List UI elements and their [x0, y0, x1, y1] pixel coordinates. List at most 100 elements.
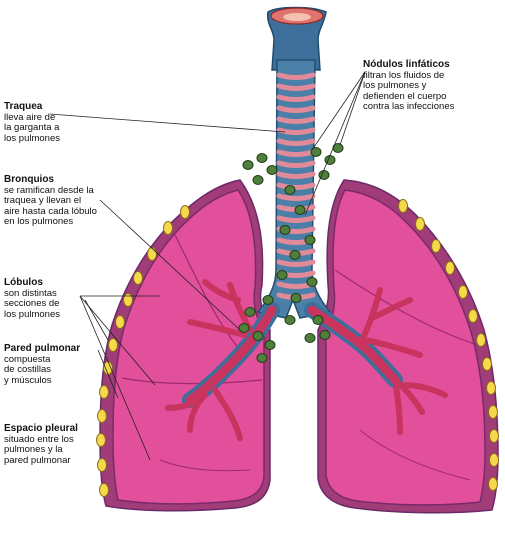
- label-espacio-pleural: Espacio pleural situado entre los pulmon…: [4, 423, 78, 466]
- label-pared-desc: compuesta: [4, 353, 51, 365]
- lymph-node: [242, 160, 254, 170]
- pleural-nodule: [115, 315, 125, 329]
- lymph-node: [312, 315, 324, 325]
- cartilage-ring: [276, 171, 316, 179]
- label-nodulos-desc: contra las infecciones: [363, 101, 455, 112]
- pleural-nodule: [458, 285, 468, 299]
- cartilage-ring: [276, 116, 316, 124]
- pleural-nodule: [108, 338, 118, 352]
- label-nodulos-desc: filtran los fluidos de: [363, 69, 445, 81]
- label-traquea-desc: la garganta a: [4, 122, 60, 133]
- lymph-node: [252, 175, 264, 185]
- lymph-node: [284, 185, 296, 195]
- pleural-nodule: [476, 333, 486, 347]
- label-lobulos-desc: secciones de: [4, 298, 60, 309]
- label-bronquios-desc: aire hasta cada lóbulo: [4, 205, 97, 217]
- leader-line-espacio: [97, 349, 119, 399]
- pleural-nodule: [99, 483, 109, 497]
- label-espacio-desc: pulmones y la: [4, 444, 63, 455]
- lymph-nodes: [238, 143, 344, 363]
- pleural-nodule: [96, 433, 106, 447]
- leader-line-pared: [84, 299, 109, 341]
- cartilage-ring: [276, 83, 316, 91]
- lymph-node: [276, 270, 288, 280]
- pleural-nodule: [163, 221, 173, 235]
- cartilage-ring: [276, 160, 316, 168]
- left-main-bronchus-inner: [185, 305, 277, 405]
- pleural-nodule: [147, 247, 157, 261]
- right-lung-fissure: [334, 269, 479, 346]
- label-pared-desc: y músculos: [4, 374, 52, 386]
- label-traquea: Traquea lleva aire de la garganta a los …: [4, 101, 60, 144]
- trachea-cartilage-rings: [276, 72, 316, 300]
- lymph-node: [256, 353, 268, 363]
- lymph-node: [310, 147, 322, 157]
- cartilage-ring: [276, 182, 316, 190]
- label-nodulos-desc: defienden el cuerpo: [363, 90, 447, 102]
- cartilage-ring: [276, 105, 316, 113]
- lymph-node: [262, 295, 274, 305]
- lymph-node: [238, 323, 250, 333]
- cartilage-ring: [276, 215, 316, 223]
- lymph-node: [319, 330, 331, 340]
- leader-line-bronquios: [99, 199, 241, 331]
- epiglottis-opening: [283, 13, 311, 21]
- label-traquea-desc: lleva aire de: [4, 111, 56, 123]
- pleural-nodule: [445, 261, 455, 275]
- lymph-node: [264, 340, 276, 350]
- bronchi: [165, 279, 448, 441]
- pleural-nodule: [99, 385, 109, 399]
- lymph-node: [244, 307, 256, 317]
- leader-line-nodulos: [304, 71, 366, 216]
- label-pared-desc: de costillas: [4, 364, 51, 375]
- label-pared-pulmonar: Pared pulmonar compuesta de costillas y …: [4, 343, 81, 386]
- pleural-nodule: [488, 405, 498, 419]
- label-nodulos-linfaticos: Nódulos linfáticos filtran los fluidos d…: [363, 59, 455, 113]
- cartilage-ring: [276, 149, 316, 157]
- label-pared-title: Pared pulmonar: [4, 343, 81, 354]
- leader-line-traquea: [49, 113, 286, 133]
- cartilage-ring: [276, 127, 316, 135]
- leader-lines: [49, 71, 366, 461]
- label-traquea-title: Traquea: [4, 101, 43, 112]
- pleural-nodule: [180, 205, 190, 219]
- pleural-nodule: [398, 199, 408, 213]
- lymph-node: [284, 315, 296, 325]
- label-espacio-desc: pared pulmonar: [4, 454, 71, 466]
- pleural-nodule: [415, 217, 425, 231]
- trachea: [256, 6, 332, 319]
- pleural-nodule: [97, 458, 107, 472]
- label-bronquios: Bronquios se ramifican desde la traquea …: [4, 174, 97, 228]
- leader-line-lobulos: [79, 295, 151, 461]
- left-lung-fissure: [121, 377, 263, 385]
- lymph-node: [252, 331, 264, 341]
- leader-line-nodulos: [311, 71, 366, 151]
- lymph-node: [294, 205, 306, 215]
- pleural-nodule: [486, 381, 496, 395]
- cartilage-ring: [276, 94, 316, 102]
- pleural-nodule: [482, 357, 492, 371]
- left-lung-fissure: [174, 234, 241, 351]
- label-espacio-title: Espacio pleural: [4, 423, 78, 434]
- lymph-node: [289, 250, 301, 260]
- pleural-nodule: [488, 477, 498, 491]
- lymph-node: [290, 293, 302, 303]
- leader-line-nodulos: [339, 71, 366, 146]
- cartilage-ring: [276, 193, 316, 201]
- left-lung-fissure: [159, 459, 251, 472]
- label-espacio-desc: situado entre los: [4, 433, 74, 445]
- label-bronquios-desc: traquea y llevan el: [4, 195, 82, 206]
- pleural-nodule: [468, 309, 478, 323]
- label-traquea-desc: los pulmones: [4, 132, 60, 144]
- left-lung: [99, 179, 271, 512]
- cartilage-ring: [276, 259, 316, 267]
- pleural-nodule: [431, 239, 441, 253]
- label-bronquios-desc: en los pulmones: [4, 216, 74, 227]
- label-lobulos-desc: los pulmones: [4, 308, 60, 320]
- label-lobulos-title: Lóbulos: [4, 277, 43, 288]
- right-lung: [317, 179, 499, 514]
- label-nodulos-title: Nódulos linfáticos: [363, 59, 450, 70]
- right-bronchioles: [357, 287, 448, 435]
- label-bronquios-title: Bronquios: [4, 174, 54, 185]
